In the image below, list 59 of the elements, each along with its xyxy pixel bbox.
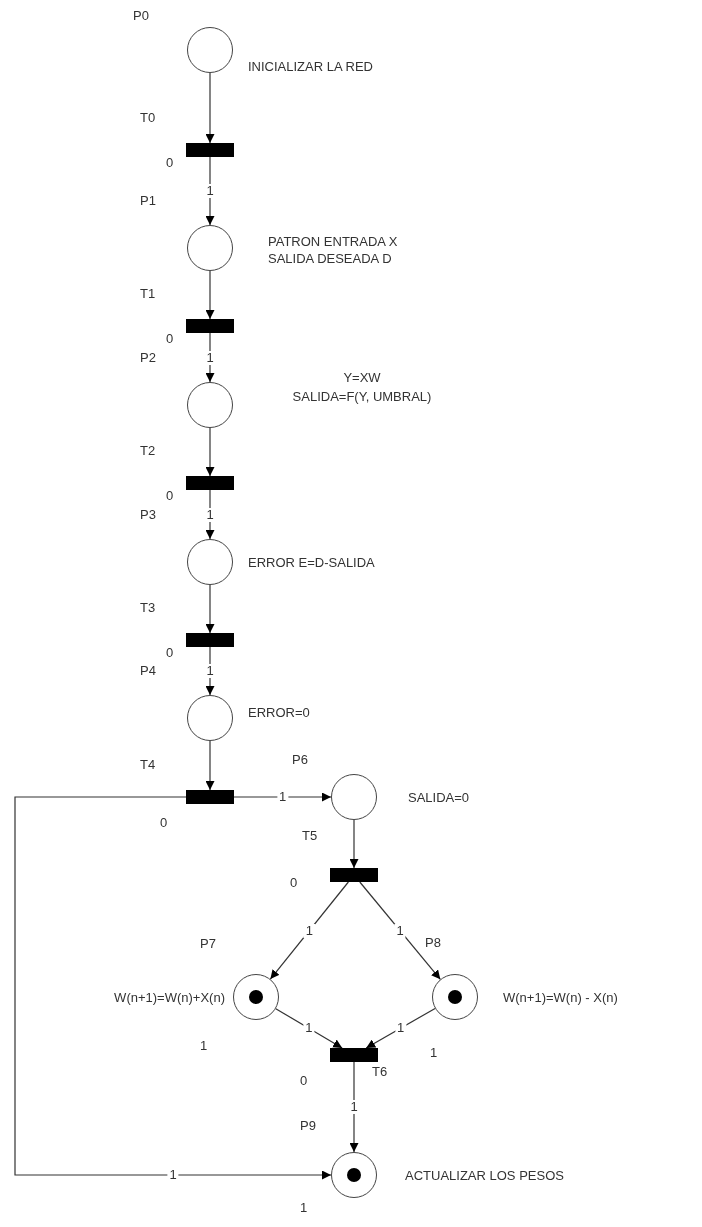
place-label: P6 bbox=[292, 752, 308, 768]
place-label: P1 bbox=[140, 193, 156, 209]
marking-number: 0 bbox=[166, 643, 174, 661]
arc-arrow bbox=[205, 270, 215, 320]
transition-label: T5 bbox=[302, 828, 318, 844]
edge-label: 1 bbox=[204, 507, 216, 522]
arc-arrow bbox=[349, 819, 359, 869]
arc-arrow bbox=[205, 584, 215, 634]
arc-arrow bbox=[205, 740, 215, 791]
transition-label: T3 bbox=[140, 600, 156, 616]
edge-label: 1 bbox=[167, 1168, 179, 1182]
arc-arrow bbox=[359, 881, 441, 980]
marking-number: 0 bbox=[300, 1071, 308, 1089]
place-label: P3 bbox=[140, 507, 156, 523]
edge-label: 1 bbox=[348, 1100, 360, 1114]
edge-label: 1 bbox=[204, 350, 216, 365]
marking-number: SALIDA=F(Y, UMBRAL) bbox=[292, 387, 432, 405]
arc-arrow bbox=[205, 72, 215, 144]
marking-number: 1 bbox=[430, 1043, 438, 1061]
arc-arrow bbox=[14, 796, 332, 1180]
marking-number: 0 bbox=[166, 153, 174, 171]
marking-number: 1 bbox=[300, 1198, 308, 1216]
description-text: ACTUALIZAR LOS PESOS bbox=[405, 1166, 564, 1184]
place-label: P2 bbox=[140, 350, 156, 366]
marking-number: 0 bbox=[290, 873, 298, 891]
place-label: P0 bbox=[133, 8, 149, 24]
description-text: SALIDA=0 bbox=[408, 788, 470, 806]
description-text: W(n+1)=W(n)+X(n) bbox=[114, 988, 225, 1006]
marking-number: 0 bbox=[166, 329, 174, 347]
transition-label: T4 bbox=[140, 757, 156, 773]
edge-label: 1 bbox=[204, 664, 216, 678]
description-text: Y=XW bbox=[343, 368, 381, 386]
place-label: P7 bbox=[200, 936, 216, 952]
description-text: ERROR E=D-SALIDA bbox=[248, 553, 375, 571]
description-text: INICIALIZAR LA RED bbox=[248, 57, 373, 75]
transition-label: T6 bbox=[372, 1064, 388, 1080]
place-label: P4 bbox=[140, 663, 156, 679]
arc-arrow bbox=[233, 792, 332, 802]
marking-number: 1 bbox=[200, 1036, 208, 1054]
transition-label: T1 bbox=[140, 286, 156, 302]
edge-label: 1 bbox=[303, 1021, 315, 1036]
arc-arrow bbox=[205, 427, 215, 477]
arc-arrow bbox=[269, 881, 349, 980]
edge-label: 1 bbox=[204, 184, 216, 198]
arc-arrow bbox=[349, 1061, 359, 1153]
marking-number: 0 bbox=[160, 813, 168, 831]
description-text: W(n+1)=W(n) - X(n) bbox=[503, 988, 618, 1006]
edge-label: 1 bbox=[394, 923, 406, 938]
place-label: P9 bbox=[300, 1118, 316, 1134]
place-label: P8 bbox=[425, 935, 441, 951]
description-text: ERROR=0 bbox=[248, 703, 310, 721]
arc-arrow bbox=[365, 1007, 436, 1049]
edge-label: 1 bbox=[276, 790, 289, 804]
transition-label: T2 bbox=[140, 443, 156, 459]
description-text: PATRON ENTRADA X SALIDA DESEADA D bbox=[268, 233, 399, 267]
arc-arrow bbox=[275, 1008, 343, 1049]
transition-label: T0 bbox=[140, 110, 156, 126]
edge-label: 1 bbox=[303, 923, 315, 938]
marking-number: 0 bbox=[166, 486, 174, 504]
